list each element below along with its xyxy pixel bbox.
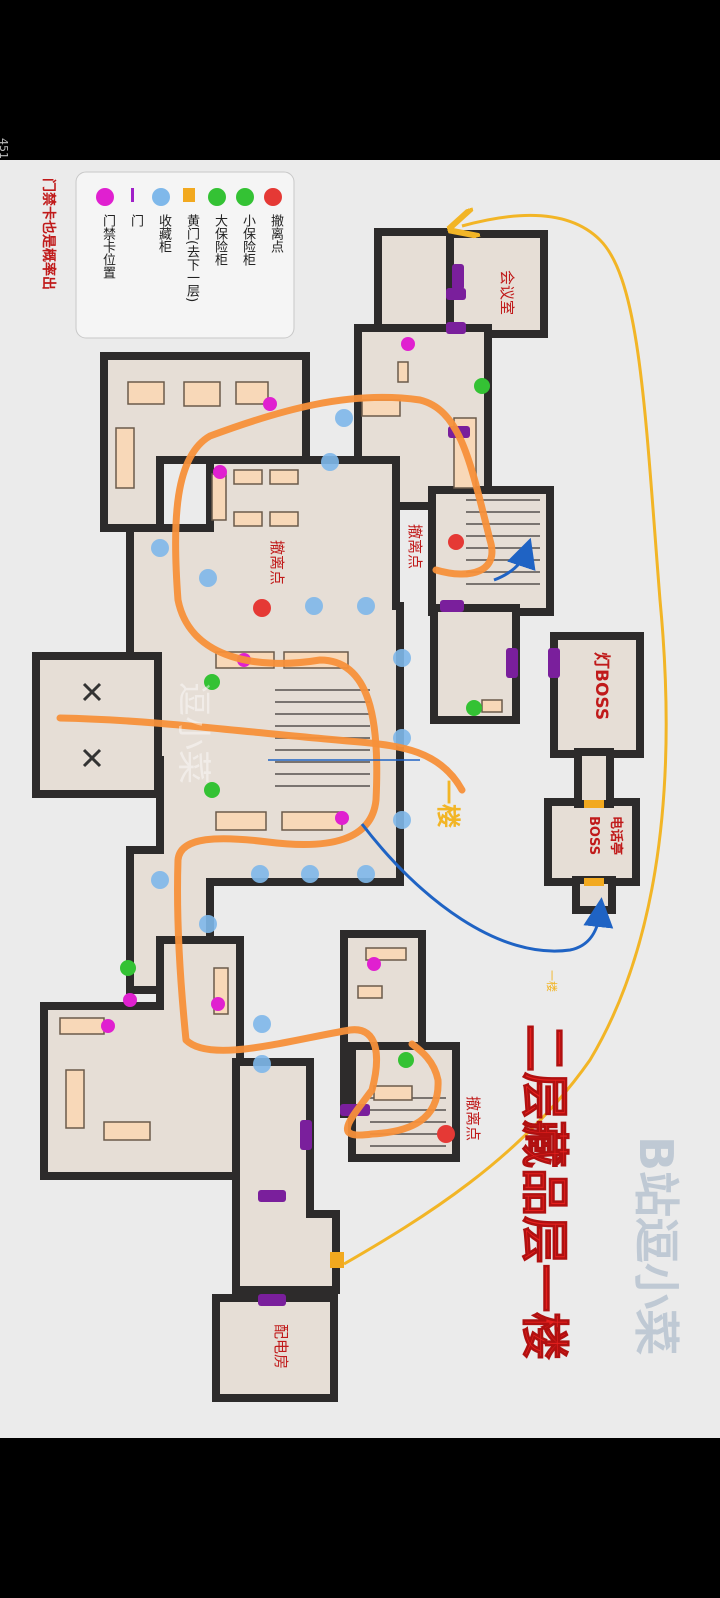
blue-arrow-top: [493, 537, 536, 582]
main-hall: [126, 456, 404, 994]
meeting-room-label: 会议室: [498, 270, 516, 315]
light-boss-label: 灯BOSS: [591, 652, 611, 720]
light-boss-connector: [574, 748, 614, 808]
phone-boss-label-2: BOSS: [586, 816, 601, 855]
orange-route: [172, 393, 496, 1139]
exit-points: [253, 534, 464, 1143]
collection-cabinets: [151, 409, 411, 1073]
legend-label: 大保险柜: [212, 214, 227, 266]
x-marks: [82, 682, 102, 768]
bottom-bar: [0, 1438, 720, 1598]
legend-item: 小保险柜: [234, 186, 256, 336]
legend-symbol-icon: [183, 188, 195, 202]
legend-item: 大保险柜: [206, 186, 228, 336]
access-card-note: 门禁卡也是概率出: [40, 178, 57, 290]
legend-label: 门: [128, 214, 143, 227]
legend-label: 收藏柜: [156, 214, 171, 253]
legend-panel: [75, 171, 295, 339]
power-room: [212, 1294, 338, 1402]
lower-left-room: [40, 936, 244, 1180]
exit-label-bottom: 撤离点: [464, 1096, 482, 1141]
legend-label: 撤离点: [268, 214, 283, 253]
small-safes: [120, 378, 490, 1068]
legend-symbol-icon: [131, 188, 134, 202]
access-cards: [101, 337, 415, 1033]
floor-map: 会议室 灯BOSS 电话亭 BOSS 配电房 撤离点 撤离点 撤离点 一楼 一楼…: [32, 171, 683, 1402]
map-image: 会议室 灯BOSS 电话亭 BOSS 配电房 撤离点 撤离点 撤离点 一楼 一楼…: [0, 160, 720, 1438]
power-room-label: 配电房: [272, 1324, 290, 1369]
legend-item: 收藏柜: [150, 186, 172, 336]
legend-item: 黄门(去下一层): [178, 186, 200, 336]
doors: [258, 264, 560, 1306]
legend-symbol-icon: [264, 188, 282, 206]
light-boss-room: [550, 632, 644, 758]
yellow-route: [343, 215, 668, 1266]
exit-label-left: 撤离点: [268, 540, 286, 585]
meeting-annex: [374, 228, 454, 332]
watermark: B站逗小菜: [629, 1136, 683, 1355]
legend-symbol-icon: [96, 188, 114, 206]
legend-symbol-icon: [236, 188, 254, 206]
floor1-label: 一楼: [434, 780, 462, 828]
legend-label: 黄门(去下一层): [184, 214, 199, 303]
legend-item: 撤离点: [262, 186, 284, 336]
legend-symbol-icon: [208, 188, 226, 206]
blue-route: [360, 823, 614, 953]
watermark-faint: 逗小菜: [173, 682, 213, 784]
legend-symbol-icon: [152, 188, 170, 206]
page-title: 二层藏品层一楼: [516, 1024, 572, 1360]
orange-route-2: [56, 714, 466, 794]
legend-item: 门禁卡位置: [94, 186, 116, 336]
legend: 撤离点小保险柜大保险柜黄门(去下一层) 收藏柜门门禁卡位置: [92, 186, 292, 336]
status-bar: 451人正在看: [0, 0, 720, 203]
exit-label-right: 撤离点: [406, 524, 424, 569]
phone-boss-label-1: 电话亭: [608, 816, 624, 855]
floor1-small-label: 一楼: [545, 970, 559, 992]
yellow-doors: [330, 800, 604, 1268]
legend-label: 门禁卡位置: [100, 214, 115, 279]
lower-corridor: [232, 1058, 340, 1294]
legend-label: 小保险柜: [240, 214, 255, 266]
legend-item: 门: [122, 186, 144, 336]
